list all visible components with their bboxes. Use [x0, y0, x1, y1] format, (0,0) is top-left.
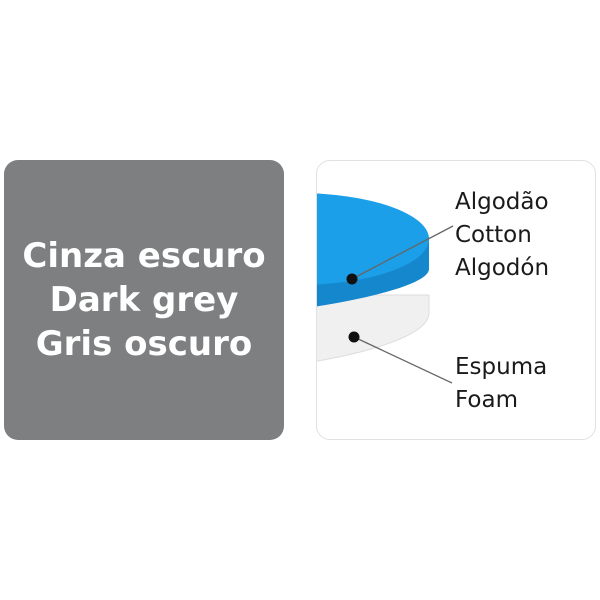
- color-name-portuguese: Cinza escuro: [22, 236, 266, 276]
- foam-label-portuguese: Espuma: [455, 354, 548, 380]
- foam-label: Espuma Foam: [455, 351, 547, 417]
- cotton-label-portuguese: Algodão: [455, 189, 549, 215]
- foam-label-english: Foam: [455, 387, 518, 413]
- cotton-label-english: Cotton: [455, 222, 532, 248]
- foam-marker-dot: [348, 331, 360, 343]
- color-swatch: Cinza escuro Dark grey Gris oscuro: [4, 160, 284, 440]
- cotton-leader-line: [351, 225, 454, 280]
- cotton-layer-top: [317, 193, 429, 285]
- cushion-cross-section: [317, 193, 454, 384]
- color-name-spanish: Gris oscuro: [35, 324, 253, 364]
- cotton-label-spanish: Algodón: [455, 255, 550, 281]
- material-layers-diagram: Algodão Cotton Algodón Espuma Foam: [316, 160, 596, 440]
- cotton-marker-dot: [346, 273, 358, 285]
- color-name-english: Dark grey: [49, 280, 239, 320]
- foam-leader-line: [353, 336, 453, 384]
- cotton-label: Algodão Cotton Algodón: [455, 186, 549, 285]
- foam-layer: [317, 294, 430, 362]
